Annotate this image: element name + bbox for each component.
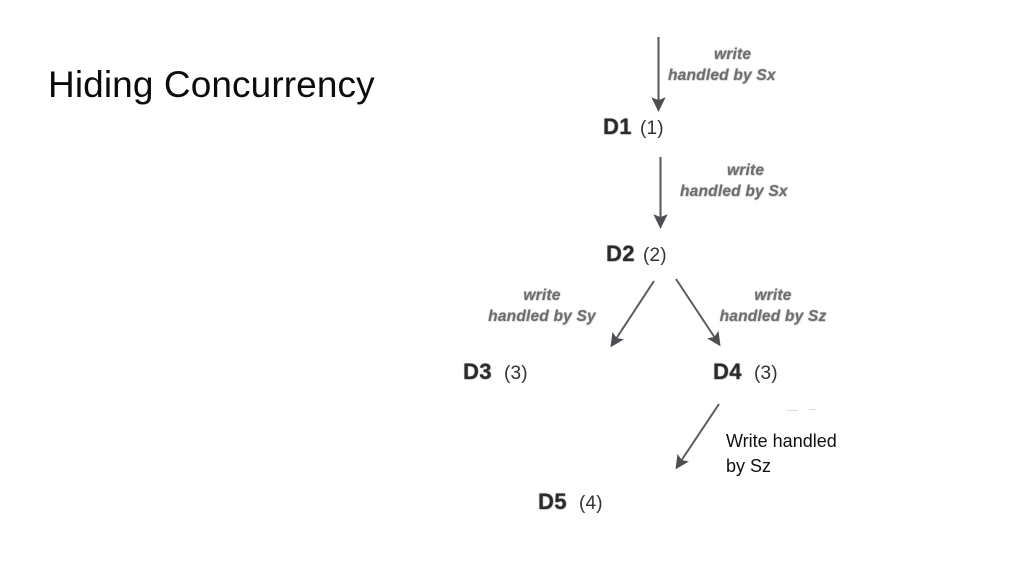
edge-label-line1: Write handled bbox=[726, 431, 837, 451]
arrow-d2-to-d4 bbox=[675, 278, 721, 347]
scan-speckle bbox=[809, 409, 816, 410]
edge-label-line2: by Sz bbox=[726, 456, 772, 476]
node-d4-version: (3) bbox=[753, 363, 778, 384]
scan-speckle bbox=[787, 410, 798, 411]
edge-label-line2: handled by Sy bbox=[488, 308, 596, 325]
arrow-d2-to-d3 bbox=[610, 280, 655, 348]
edge-label-root-to-d1: write handled by Sx bbox=[668, 44, 776, 86]
node-d3-version: (3) bbox=[503, 363, 528, 384]
edge-label-d2-to-d4: write handled by Sz bbox=[704, 285, 842, 327]
edge-label-line1: write bbox=[523, 287, 561, 304]
edge-label-d4-to-d5: Write handled by Sz bbox=[726, 429, 837, 479]
node-d4: D4 (3) bbox=[713, 359, 778, 384]
node-d5-id: D5 bbox=[538, 489, 567, 514]
node-d5-version: (4) bbox=[578, 493, 603, 514]
node-d3: D3 (3) bbox=[463, 359, 528, 384]
node-d4-id: D4 bbox=[713, 359, 742, 384]
page-title: Hiding Concurrency bbox=[48, 64, 375, 105]
edge-label-line2: handled by Sz bbox=[719, 308, 827, 325]
node-d1: D1 (1) bbox=[603, 114, 664, 139]
node-d5: D5 (4) bbox=[538, 489, 603, 514]
node-d1-version: (1) bbox=[639, 118, 664, 139]
edge-label-line1: write bbox=[727, 162, 765, 179]
edge-label-line2: handled by Sx bbox=[680, 183, 788, 200]
node-d3-id: D3 bbox=[463, 359, 492, 384]
node-d2-id: D2 bbox=[606, 241, 635, 266]
edge-label-d1-to-d2: write handled by Sx bbox=[680, 160, 788, 202]
node-d2-version: (2) bbox=[642, 245, 667, 266]
edge-label-line1: write bbox=[714, 46, 752, 63]
arrow-d4-to-d5 bbox=[675, 403, 720, 470]
edge-label-line2: handled by Sx bbox=[668, 67, 776, 84]
edge-label-line1: write bbox=[754, 287, 792, 304]
node-d2: D2 (2) bbox=[606, 241, 667, 266]
node-d1-id: D1 bbox=[603, 114, 632, 139]
edge-label-d2-to-d3: write handled by Sy bbox=[470, 285, 614, 327]
